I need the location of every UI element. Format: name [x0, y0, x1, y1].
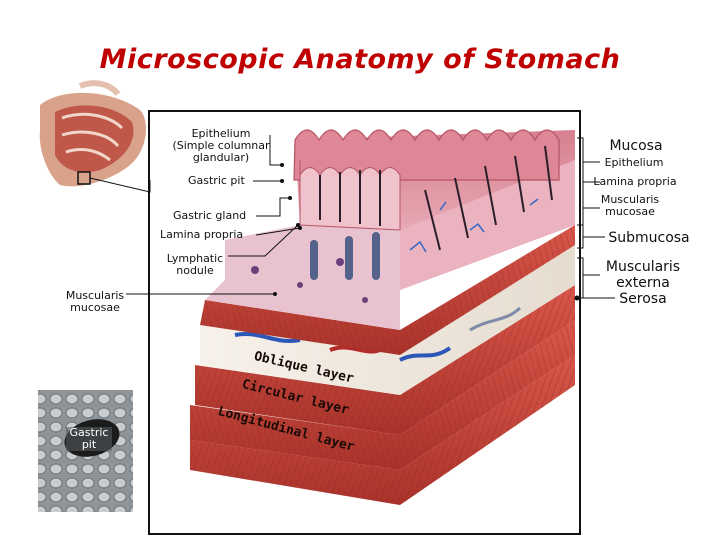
label-muscularis-mucosae-right-2: mucosae — [592, 206, 668, 218]
front-folds — [300, 160, 400, 230]
label-muscularis-mucosae-left: Muscularis mucosae — [60, 290, 130, 314]
label-muscularis-externa-1: Muscularis — [598, 259, 688, 275]
icon-leader-line — [90, 178, 150, 192]
label-epithelium-type-2: glandular) — [168, 152, 274, 164]
stomach-icon — [40, 83, 146, 186]
label-muscularis-externa-2: externa — [598, 275, 688, 291]
label-epithelium: Epithelium (Simple columnar glandular) — [168, 128, 274, 164]
label-submucosa: Submucosa — [602, 230, 696, 246]
label-muscularis-externa: Muscularis externa Serosa — [598, 259, 688, 307]
label-muscularis-mucosae-left-2: mucosae — [60, 302, 130, 314]
gastric-pit-micrograph — [38, 390, 133, 512]
label-gastric-pit-inset: Gastric pit — [66, 427, 112, 451]
label-lymphatic-nodule-2: nodule — [162, 265, 228, 277]
label-lymphatic-nodule: Lymphatic nodule — [162, 253, 228, 277]
label-mucosa: Mucosa — [600, 138, 672, 154]
label-gastric-pit-inset-2: pit — [66, 439, 112, 451]
label-muscularis-mucosae-right: Muscularis mucosae — [592, 194, 668, 218]
label-epithelium-right: Epithelium — [598, 157, 670, 169]
label-gastric-pit: Gastric pit — [188, 175, 245, 187]
label-serosa: Serosa — [598, 291, 688, 307]
label-lamina-propria: Lamina propria — [160, 229, 243, 241]
label-lamina-propria-right: Lamina propria — [586, 176, 684, 188]
label-gastric-gland: Gastric gland — [173, 210, 246, 222]
